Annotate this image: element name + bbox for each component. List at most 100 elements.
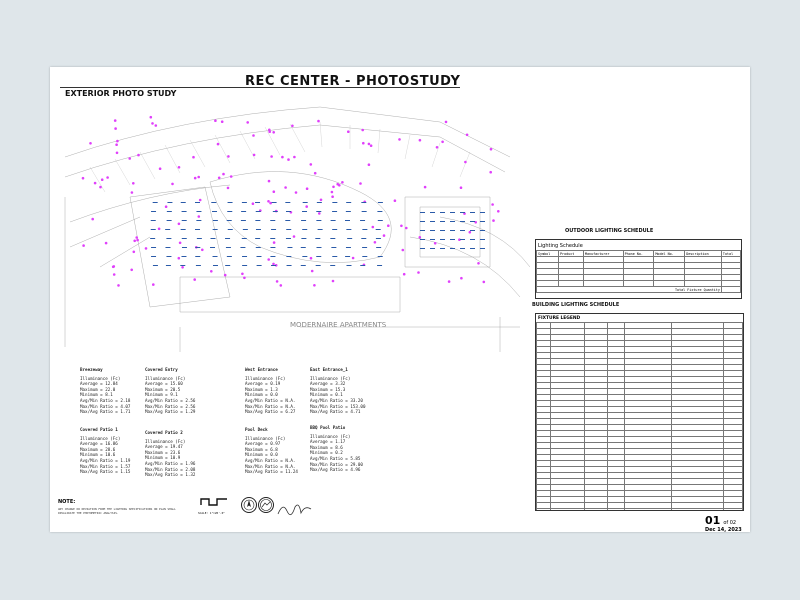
fixture-marker [115, 143, 118, 146]
fixture-marker [401, 248, 405, 252]
fixture-marker [229, 175, 233, 178]
statistics-line: Avg/Min Ratio = N.A. [245, 397, 296, 403]
grid-reading [167, 202, 173, 203]
fixture-marker [497, 210, 500, 213]
grid-reading [150, 220, 156, 221]
table-row [536, 490, 743, 497]
statistics-line: Avg/Min Ratio = N.A. [245, 457, 296, 463]
fixture-marker [144, 247, 148, 250]
fixture-marker [292, 235, 296, 238]
statistics-line: Illuminance (Fc) [80, 435, 121, 441]
statistics-line: Average = 19.47 [145, 444, 183, 450]
fixture-marker [287, 158, 290, 161]
grid-reading [212, 256, 218, 257]
fixture-marker [149, 115, 153, 119]
grid-reading [196, 211, 202, 212]
statistics-line: Average = 1.17 [310, 439, 346, 445]
grid-reading [241, 238, 247, 239]
fixture-marker [474, 221, 478, 224]
grid-reading [316, 211, 322, 212]
statistics-title: Breezeway [80, 367, 103, 372]
statistics-line: Max/Avg Ratio = 4.96 [310, 467, 361, 473]
fixture-marker [197, 215, 201, 218]
table-row [536, 262, 742, 269]
grid-reading [165, 247, 171, 248]
fixture-marker [201, 248, 204, 252]
fixture-marker [216, 142, 220, 146]
fixture-marker [154, 124, 158, 127]
statistics-line: Max/Avg Ratio = 11.24 [245, 469, 298, 475]
grid-reading [440, 221, 445, 222]
drawing-sheet: REC CENTER - PHOTOSTUDY EXTERIOR PHOTO S… [50, 67, 750, 533]
statistics-line: Max/Min Ratio = N.A. [245, 403, 296, 409]
fixture-marker [332, 185, 335, 189]
grid-reading [460, 239, 465, 240]
statistics-line: Maximum = 28.6 [80, 446, 116, 452]
fixture-marker [305, 187, 309, 190]
fixture-marker [104, 241, 108, 245]
grid-reading [271, 202, 277, 203]
fixture-marker [112, 273, 116, 276]
building-label: MODERNAIRE APARTMENTS [290, 321, 387, 329]
fixture-marker [177, 166, 181, 169]
grid-reading [227, 202, 233, 203]
grid-reading [255, 229, 261, 230]
grid-reading [226, 256, 232, 257]
statistics-line: Average = 15.60 [145, 381, 183, 387]
fixture-marker [435, 146, 439, 149]
statistics-title: East Entrance_1 [310, 367, 348, 372]
fixture-marker [405, 226, 408, 230]
north-arrow-icon [241, 497, 257, 513]
fixture-marker [305, 205, 308, 208]
note-label: NOTE: [58, 499, 76, 505]
grid-reading [377, 220, 383, 221]
fixture-marker [284, 186, 287, 189]
fixture-marker [193, 278, 196, 281]
grid-reading [430, 212, 435, 213]
statistics-line: Illuminance (Fc) [245, 435, 286, 441]
fixture-marker [362, 141, 365, 145]
grid-reading [241, 202, 247, 203]
fixture-marker [181, 266, 184, 269]
statistics-title: Covered Entry [145, 367, 178, 372]
grid-reading [450, 212, 455, 213]
grid-reading [377, 211, 383, 212]
fixture-marker [267, 258, 270, 261]
grid-reading [420, 221, 425, 222]
schedule-table-title: Lighting Schedule [538, 243, 583, 249]
fixture-marker [270, 155, 273, 158]
fixture-marker [269, 201, 272, 205]
grid-reading [375, 238, 381, 239]
statistics-line: Max/Avg Ratio = 1.71 [80, 409, 131, 415]
grid-reading [376, 247, 382, 248]
statistics-line: Avg/Min Ratio = 2.18 [80, 397, 131, 403]
grid-reading [480, 221, 485, 222]
fixture-marker [477, 262, 480, 265]
fixture-marker [387, 224, 390, 227]
fixture-marker [341, 181, 344, 184]
statistics-line: Average = 0.19 [245, 381, 281, 387]
grid-reading [332, 256, 338, 257]
grid-reading [361, 202, 367, 203]
table-row [536, 436, 743, 443]
statistics-line: Average = 3.32 [310, 381, 346, 387]
grid-reading [420, 239, 425, 240]
fixture-marker [198, 198, 202, 202]
fixture-marker [226, 186, 230, 190]
grid-reading [285, 220, 291, 221]
statistics-line: Avg/Min Ratio = 1.19 [80, 457, 131, 463]
grid-reading [255, 202, 261, 203]
fixture-marker [116, 139, 119, 143]
statistics-line: Minimum = 0.2 [310, 450, 343, 456]
site-plan: MODERNAIRE APARTMENTS [64, 106, 530, 352]
grid-reading [377, 256, 383, 257]
fixture-marker [482, 280, 486, 284]
statistics-line: Max/Min Ratio = 2.08 [145, 466, 196, 472]
grid-reading [362, 229, 368, 230]
statistics-line: Average = 0.97 [245, 441, 281, 447]
